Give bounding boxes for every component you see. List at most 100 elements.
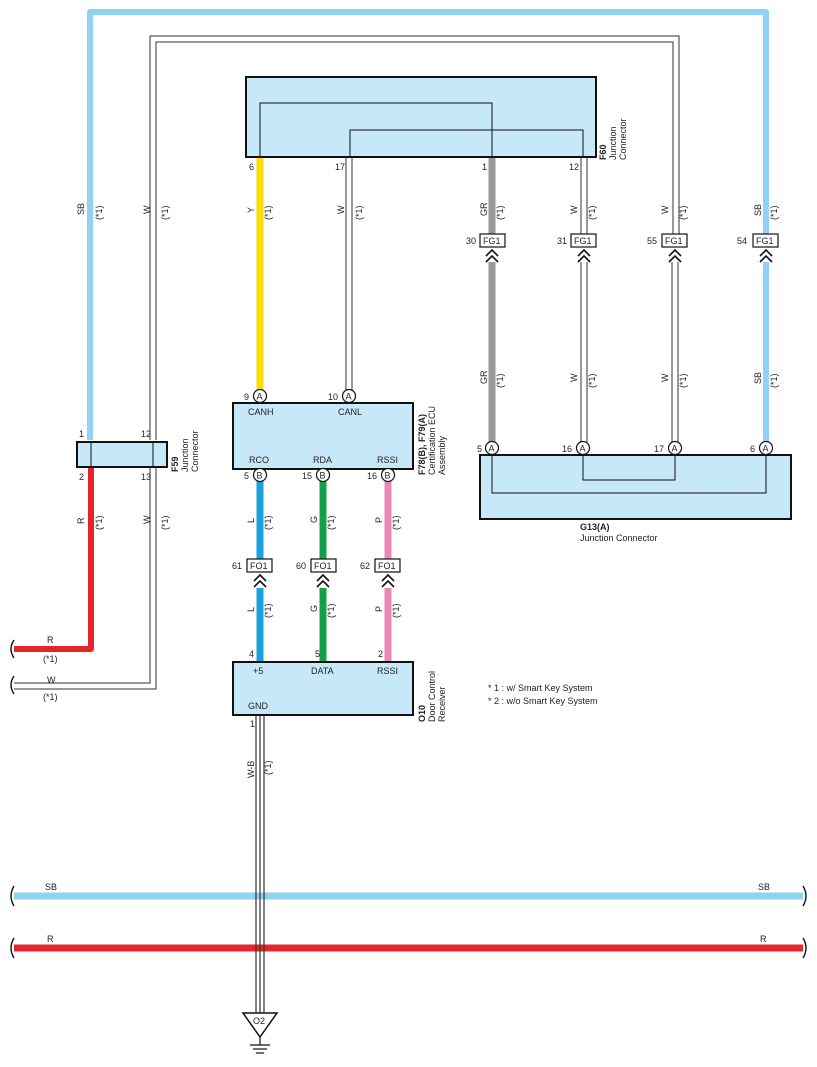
wire-color-label: W [142,515,152,524]
wire-color-label: SB [758,882,770,892]
g13-connector-letter: A [580,444,586,454]
component-o10: 4 5 2 +5 DATA RSSI GND 1 O10 Door Contro… [232,649,447,729]
wire-note-mark: (*1) [94,515,104,530]
fg1-connector: FG1 54 [737,233,779,263]
wire-w-left [14,468,157,690]
g13-id: G13(A) [580,522,610,532]
break-mark [10,639,15,659]
ecu-connector-mark [315,467,331,483]
fg1-label: FG1 [665,236,683,246]
fg1-connector: FG1 31 [557,233,597,263]
wire-note-mark: (*1) [43,654,58,664]
ecu-connector-letter: A [346,392,352,402]
o10-name-line1: Door Control [427,671,437,722]
o10-label: DATA [311,666,334,676]
wire-note-mark: (*1) [391,515,401,530]
fg1-connector: FG1 55 [647,233,688,263]
component-g13: A 5 A 16 A 17 A 6 G13(A) Junction Connec… [477,440,792,543]
ecu-connector-mark [252,388,268,404]
ecu-connector-mark [341,388,357,404]
o10-pin: 1 [250,719,255,729]
break-mark [802,937,807,959]
ecu-pin: 9 [244,392,249,402]
ecu-connector-letter: B [257,471,263,481]
wire-color-label: W [660,205,670,214]
fg1-label: FG1 [483,236,501,246]
f60-pin: 17 [335,162,345,172]
o10-box [232,661,414,716]
fo1-connector: FO1 61 [232,558,273,588]
ecu-pin: 10 [328,392,338,402]
fg1-pin: 31 [557,236,567,246]
wire-color-label: SB [753,372,763,384]
f60-pin: 12 [569,162,579,172]
g13-connector-mark [575,440,591,456]
g13-connector-mark [667,440,683,456]
ecu-pin: 16 [367,471,377,481]
wire-note-mark: (*1) [678,373,688,388]
f59-pin: 12 [141,429,151,439]
fg1-label: FG1 [756,236,774,246]
fg1-pin: 55 [647,236,657,246]
wire-color-label: G [309,516,319,523]
ecu-connector-letter: B [320,471,326,481]
wire-color-label: P [374,606,384,612]
ecu-pin: 5 [244,471,249,481]
wire-note-mark: (*1) [160,205,170,220]
ecu-connector-mark [380,467,396,483]
legend-item: * 2 : w/o Smart Key System [488,696,598,706]
wire-note-mark: (*1) [326,515,336,530]
wire-w-f60-ecu [345,158,353,390]
wire-color-label: SB [753,204,763,216]
g13-pin: 5 [477,444,482,454]
o10-name-line2: Receiver [437,686,447,722]
ecu-connector-mark [252,467,268,483]
wire-color-label: W [336,205,346,214]
wire-color-label: R [47,934,54,944]
f60-pin: 1 [482,162,487,172]
f60-pin: 6 [249,162,254,172]
fg1-connector: FG1 30 [466,233,506,263]
wire-color-label: SB [45,882,57,892]
wire-w-fg1-g13-b [671,262,679,442]
ecu-label: RCO [249,455,269,465]
ecu-box [232,402,414,470]
g13-connector-letter: A [763,444,769,454]
fo1-label: FO1 [378,561,396,571]
wire-w-f60-fg1 [580,158,588,234]
o10-label: +5 [253,666,263,676]
f59-name-line2: Connector [190,430,200,472]
wire-note-mark: (*1) [94,205,104,220]
wire-note-mark: (*1) [160,515,170,530]
legend-item: * 1 : w/ Smart Key System [488,683,593,693]
wire-color-label: W [569,373,579,382]
wire-note-mark: (*1) [263,515,273,530]
ecu-label: RDA [313,455,332,465]
wire-note-mark: (*1) [678,205,688,220]
junction-fo1: FO1 61 FO1 60 FO1 62 [232,558,401,588]
component-f60: 6 17 1 12 F60 Junction Connector [245,76,628,172]
wire-note-mark: (*1) [495,373,505,388]
o10-pin: 2 [378,649,383,659]
wire-note-mark: (*1) [391,603,401,618]
wire-color-label: R [760,934,767,944]
ecu-connector-letter: A [257,392,263,402]
o10-pin: 4 [249,649,254,659]
fo1-connector: FO1 60 [296,558,337,588]
wire-color-label: SB [76,203,86,215]
g13-connector-mark [758,440,774,456]
fo1-pin: 61 [232,561,242,571]
fo1-label: FO1 [314,561,332,571]
wire-w-top-loop [149,35,680,440]
break-mark [10,937,15,959]
ground-id: O2 [253,1016,265,1026]
fo1-pin: 62 [360,561,370,571]
fg1-pin: 54 [737,236,747,246]
break-mark [802,885,807,907]
junction-fg1: FG1 30 FG1 31 FG1 55 FG1 54 [466,233,779,263]
wire-note-mark: (*1) [587,373,597,388]
wire-r-left [14,468,94,652]
component-certification-ecu: CANH CANL RCO RDA RSSI A 9 A 10 B 5 B 15… [232,388,447,483]
ecu-connector-letter: B [385,471,391,481]
wire-color-label: L [246,518,256,523]
